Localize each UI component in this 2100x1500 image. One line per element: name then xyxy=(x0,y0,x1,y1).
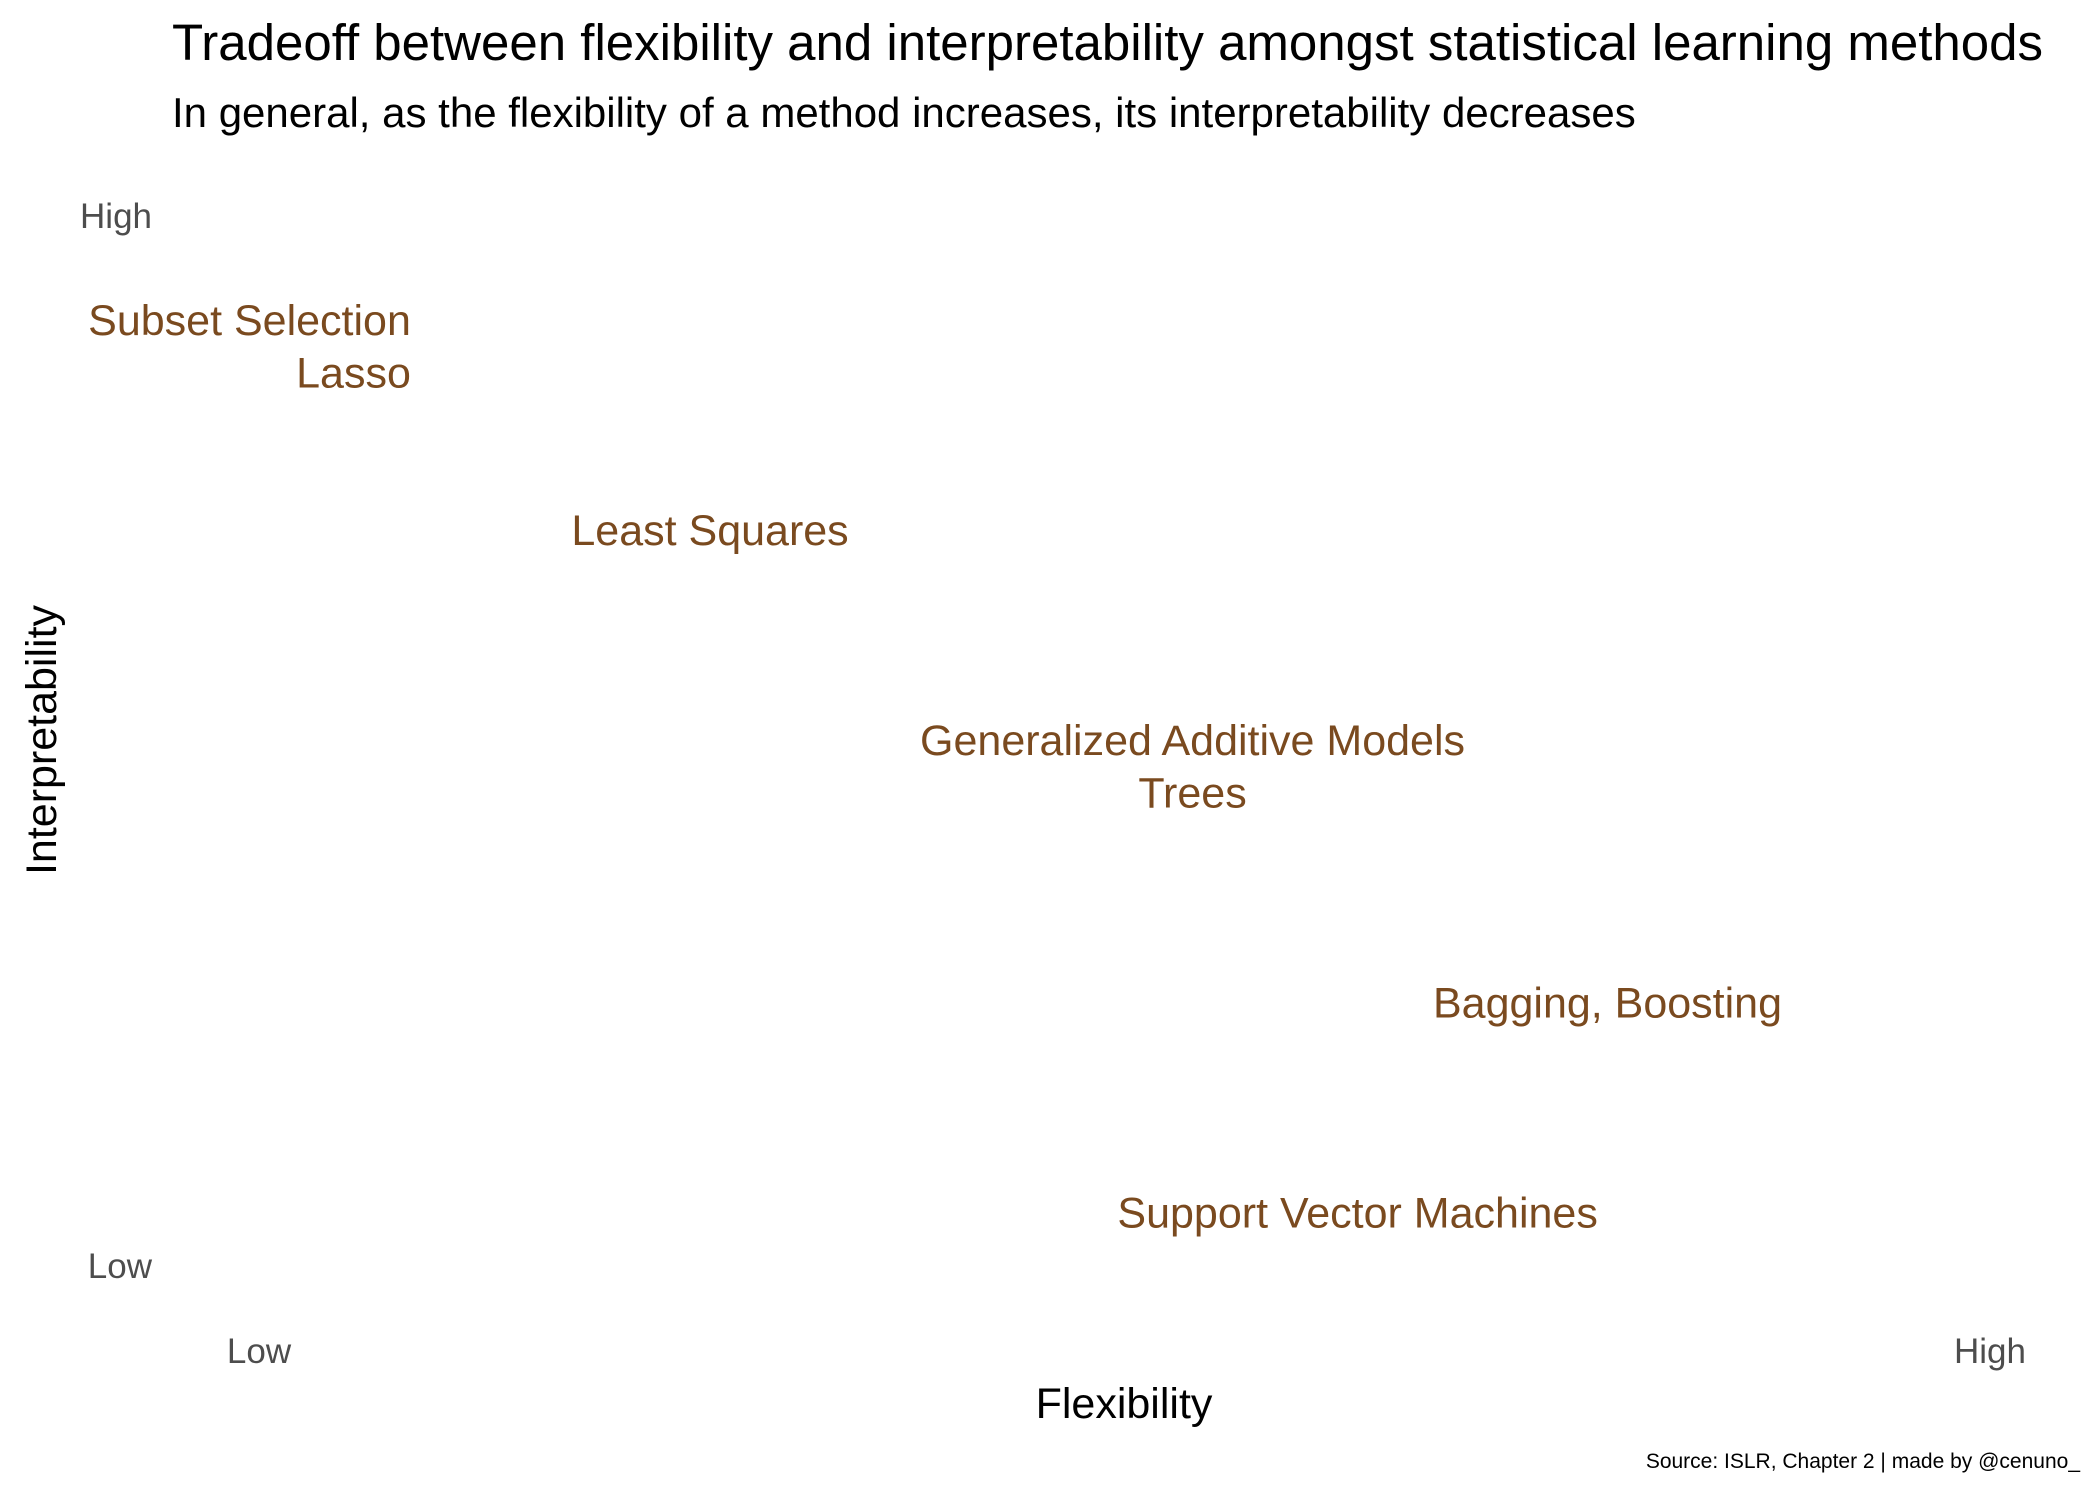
method-label: Generalized Additive Models xyxy=(920,717,1465,765)
x-tick-high: High xyxy=(1954,1332,2026,1371)
method-label: Bagging, Boosting xyxy=(1433,980,1782,1028)
method-label: Least Squares xyxy=(571,507,848,555)
x-axis-title: Flexibility xyxy=(1036,1380,1213,1428)
y-axis-title: Interpretability xyxy=(18,604,66,875)
method-label: Support Vector Machines xyxy=(1117,1190,1597,1238)
method-label: Subset Selection xyxy=(88,297,411,345)
y-tick-low: Low xyxy=(88,1247,153,1286)
y-tick-high: High xyxy=(80,197,152,236)
method-label: Lasso xyxy=(296,350,411,398)
chart-title: Tradeoff between flexibility and interpr… xyxy=(172,14,2043,71)
chart-subtitle: In general, as the flexibility of a meth… xyxy=(172,89,1636,136)
chart-caption: Source: ISLR, Chapter 2 | made by @cenun… xyxy=(1646,1450,2081,1473)
method-label: Trees xyxy=(1138,770,1246,818)
x-tick-low: Low xyxy=(227,1332,292,1371)
